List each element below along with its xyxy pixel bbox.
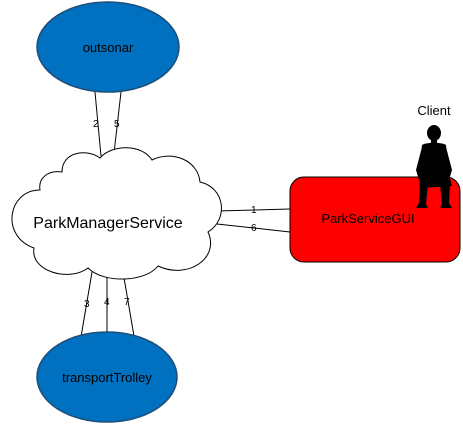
edge-group-outsonar-manager (94, 91, 122, 157)
edge-labels: 2 5 1 6 3 4 7 (84, 119, 257, 310)
edge-7-label: 7 (124, 297, 130, 308)
edge-5-label: 5 (114, 119, 120, 130)
cloud-shape (11, 147, 222, 280)
transport-trolley-label: transportTrolley (62, 370, 152, 385)
node-client: Client (416, 103, 452, 208)
park-service-gui-box (289, 176, 461, 263)
edge-6-label: 6 (251, 223, 257, 234)
transport-trolley-ellipse (36, 331, 178, 423)
node-park-service-gui: ParkServiceGUI (289, 176, 461, 263)
edge-3-line (80, 271, 93, 338)
edge-5-line (113, 91, 122, 154)
edge-2-label: 2 (93, 119, 99, 130)
outsonar-ellipse (36, 1, 180, 93)
edge-1-label: 1 (251, 205, 257, 216)
node-transport-trolley: transportTrolley (36, 331, 178, 423)
edge-group-manager-trolley (80, 271, 135, 338)
edge-3-label: 3 (84, 299, 90, 310)
park-service-gui-label: ParkServiceGUI (321, 211, 414, 226)
edge-6-line (216, 223, 291, 233)
person-sitting-icon (416, 125, 452, 208)
node-park-manager-service: ParkManagerService (11, 147, 222, 280)
outsonar-label: outsonar (83, 40, 134, 55)
edge-group-manager-gui (215, 208, 291, 233)
park-manager-service-label: ParkManagerService (33, 215, 183, 232)
edge-7-line (122, 271, 135, 337)
edge-4-label: 4 (104, 297, 110, 308)
edge-2-line (94, 91, 102, 157)
client-label: Client (417, 103, 451, 118)
node-outsonar: outsonar (36, 1, 180, 93)
edge-1-line (215, 208, 291, 212)
